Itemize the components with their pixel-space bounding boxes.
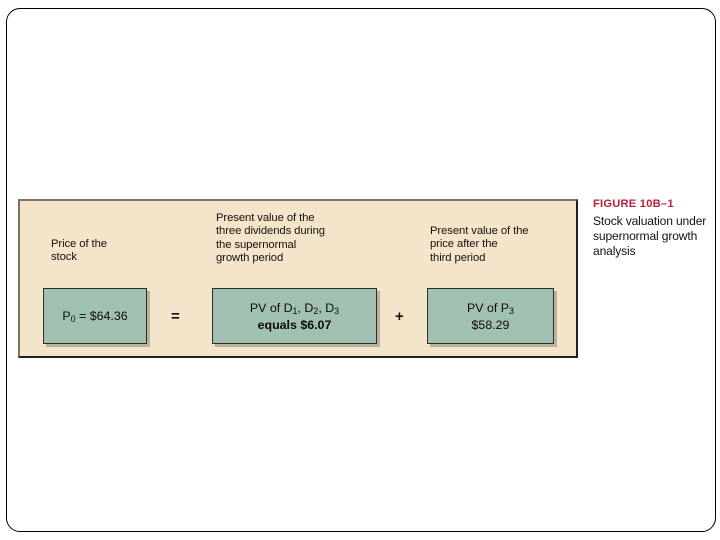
value-box-price-of-stock: P0 = $64.36 — [43, 288, 147, 344]
figure-number-label: FIGURE 10B–1 — [593, 198, 674, 210]
value-box-price-content: P0 = $64.36 — [58, 308, 131, 325]
dividends-label: PV of D — [249, 300, 293, 315]
value-box-dividends-line2: equals $6.07 — [257, 317, 332, 332]
value-box-price-after-line2: $58.29 — [471, 317, 510, 332]
price-after-label: PV of P — [467, 300, 510, 315]
dividends-separator-2: , D — [318, 300, 335, 315]
value-box-price-after-line1: PV of P3 — [467, 300, 514, 317]
dividend-2-subscript: 2 — [313, 305, 319, 316]
price-subscript: 0 — [70, 313, 76, 324]
figure-caption-block: FIGURE 10B–1 Stock valuation under super… — [593, 197, 720, 260]
price-amount: = $64.36 — [75, 308, 128, 323]
value-box-dividends-line1: PV of D1, D2, D3 — [250, 300, 339, 317]
dividend-1-subscript: 1 — [292, 305, 298, 316]
slide-frame: Price of the stock Present value of the … — [6, 8, 716, 532]
price-after-subscript: 3 — [509, 305, 514, 316]
column-header-pv-dividends: Present value of the three dividends dur… — [216, 212, 325, 265]
column-header-price-of-stock: Price of the stock — [51, 238, 107, 264]
dividends-separator-1: , D — [297, 300, 314, 315]
column-header-pv-price-after-third-period: Present value of the price after the thi… — [430, 225, 529, 264]
figure-description-text: Stock valuation under supernormal growth… — [593, 214, 707, 259]
value-box-pv-price-p3: PV of P3 $58.29 — [427, 288, 554, 344]
value-box-dividends-content: PV of D1, D2, D3 equals $6.07 — [246, 300, 343, 333]
value-box-price-after-content: PV of P3 $58.29 — [463, 300, 518, 333]
operator-plus: + — [395, 308, 404, 325]
value-box-pv-dividends: PV of D1, D2, D3 equals $6.07 — [212, 288, 377, 344]
operator-equals: = — [171, 308, 180, 325]
price-symbol: P — [62, 308, 71, 323]
value-box-price-line: P0 = $64.36 — [62, 308, 127, 325]
dividend-3-subscript: 3 — [334, 305, 340, 316]
